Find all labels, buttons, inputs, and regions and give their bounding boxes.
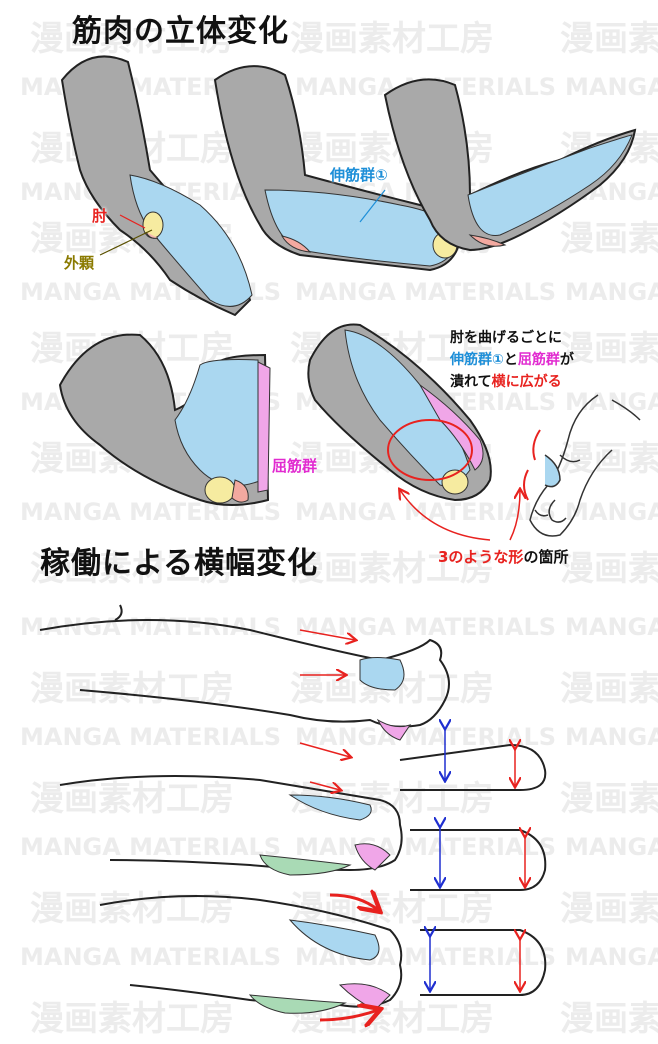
caption-arrow-left [400,490,491,541]
flexor-group-label: 屈筋群 [272,457,318,475]
shape-caption: 3のような形の箇所 [438,546,568,567]
elbow-label: 肘 [92,207,108,225]
arm-straight-illustration [60,55,253,317]
arm-bent-front-illustration [58,333,271,506]
section2-title: 稼働による横幅変化 [40,546,319,581]
arm-sketch-illustration [523,394,641,537]
arm-bent-illustration [383,78,637,252]
note-conjunction: と [503,352,518,368]
width-change-arm-1 [39,604,450,741]
note-line-1: 肘を曲げるごとに [450,330,562,346]
width-change-forearm-4 [420,930,547,996]
note-line-3: 潰れて横に広がる [450,371,574,393]
note-flexor-term: 屈筋群 [517,352,560,368]
epicondyle-pointer [99,229,153,256]
caption-arrow-right [509,490,520,541]
explanation-note: 肘を曲げるごとに 伸筋群①と屈筋群が 潰れて横に広がる [450,327,574,393]
note-spread-wide: 横に広がる [491,374,562,390]
width-change-arm-3 [99,826,547,1020]
note-particle: が [559,352,574,368]
arm-foreshortened-illustration [307,323,492,502]
note-crushed: 潰れて [450,374,492,390]
shape-caption-highlight: 3のような形 [438,548,524,566]
extensor-pointer [359,189,386,223]
shape-caption-rest: の箇所 [523,548,569,566]
lateral-epicondyle-label: 外顆 [64,254,95,272]
elbow-pointer [119,214,146,229]
extensor-group-label: 伸筋群① [330,166,388,184]
note-extensor-term: 伸筋群① [450,352,504,368]
section1-title: 筋肉の立体変化 [72,14,289,49]
note-line-2: 伸筋群①と屈筋群が [450,349,574,371]
width-change-arm-2 [59,728,547,876]
